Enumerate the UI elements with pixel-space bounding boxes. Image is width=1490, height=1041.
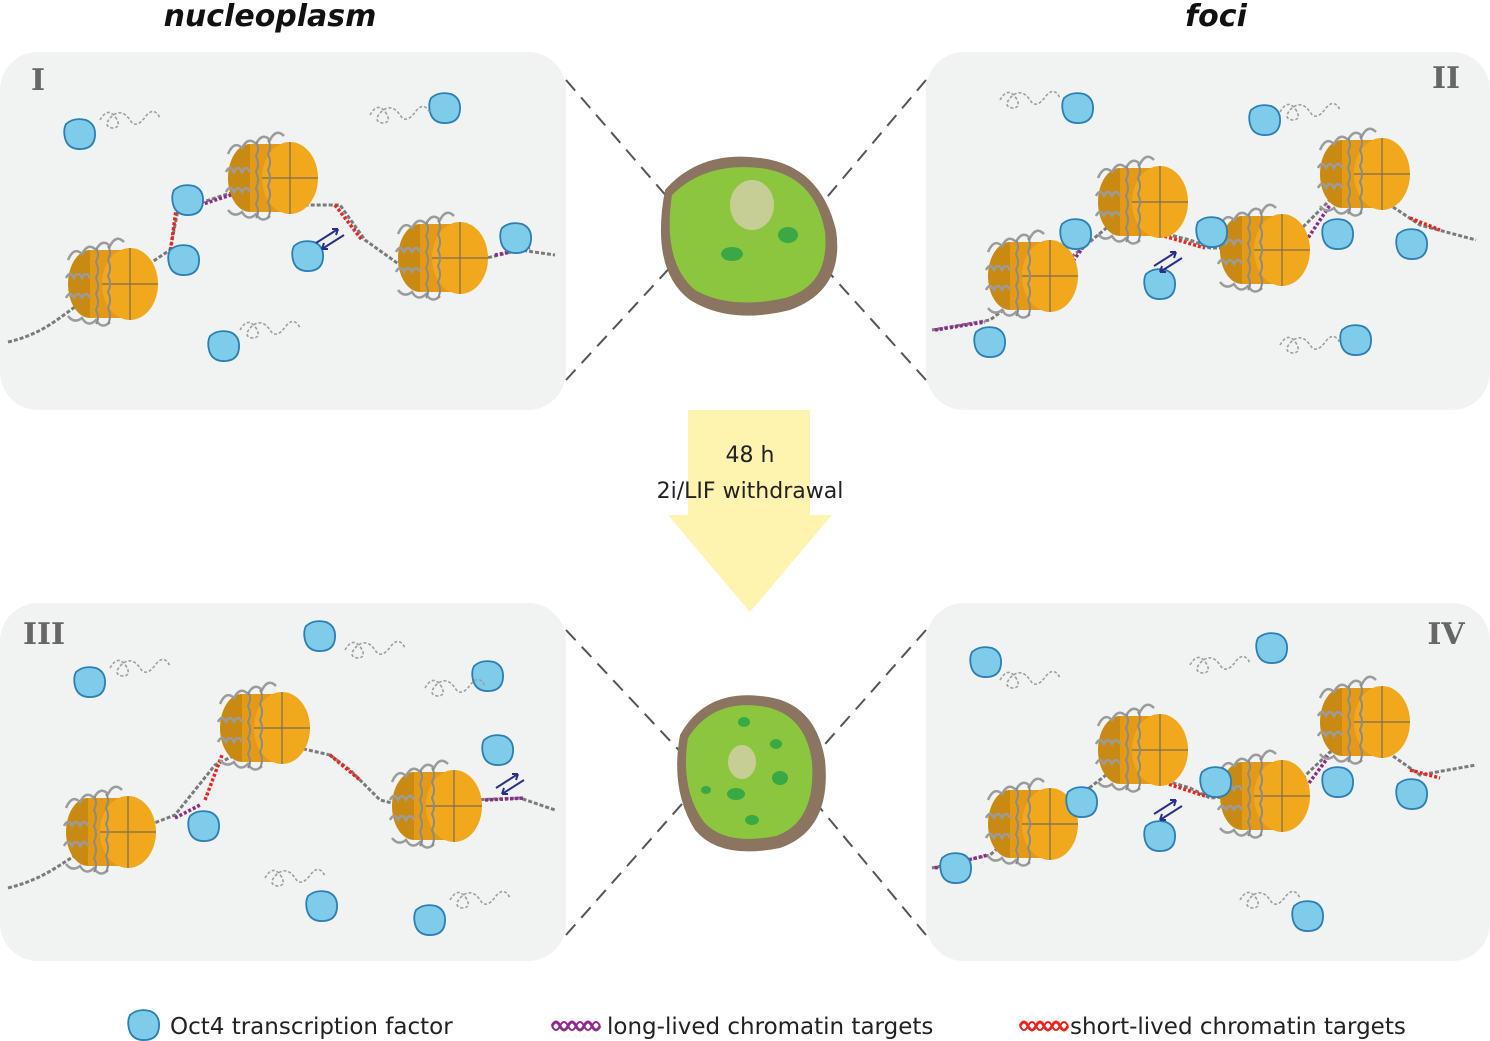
oct4-factor xyxy=(969,646,1002,678)
short-lived-target xyxy=(1409,768,1441,780)
heading-foci: foci xyxy=(1185,0,1247,34)
oct4-factor xyxy=(428,92,461,124)
oct4-factor xyxy=(187,810,220,842)
focus xyxy=(778,227,798,243)
legend-oct4-label: Oct4 transcription factor xyxy=(170,1014,453,1040)
oct4-factor xyxy=(1195,216,1228,248)
legend-short-lived-icon-strand xyxy=(1019,1021,1069,1031)
oct4-factor xyxy=(305,890,338,922)
cell-after xyxy=(677,695,826,852)
nucleolus xyxy=(730,180,774,230)
oct4-factor xyxy=(303,620,336,652)
oct4-factor xyxy=(471,660,504,692)
oct4-factor xyxy=(1248,104,1281,136)
oct4-factor xyxy=(1143,820,1176,852)
short-lived-target xyxy=(1409,216,1441,232)
oct4-factor xyxy=(1061,92,1094,124)
oct4-factor xyxy=(973,326,1006,358)
legend-long-lived-icon-strand xyxy=(551,1021,601,1031)
arrow-label-time: 48 h xyxy=(726,443,775,468)
short-lived-target xyxy=(328,753,362,782)
oct4-factor xyxy=(939,852,972,884)
long-lived-target xyxy=(1298,204,1332,251)
focus xyxy=(770,739,782,749)
legend-long-lived-label: long-lived chromatin targets xyxy=(607,1014,933,1040)
heading-nucleoplasm: nucleoplasm xyxy=(164,0,377,34)
oct4-factor xyxy=(1291,900,1324,932)
short-lived-target xyxy=(203,754,224,801)
oct4-factor xyxy=(1321,218,1354,250)
oct4-factor xyxy=(1339,324,1372,356)
panel-III-chromatin xyxy=(7,681,556,890)
oct4-factor xyxy=(1143,268,1176,300)
short-lived-target xyxy=(1149,230,1206,250)
oct4-factor xyxy=(1255,632,1288,664)
nucleus xyxy=(669,167,826,303)
panel-III xyxy=(0,603,566,961)
focus xyxy=(727,788,745,800)
legend-oct4-icon xyxy=(127,1009,160,1041)
oct4-factor xyxy=(167,244,200,276)
oct4-factor xyxy=(1199,766,1232,798)
legend: Oct4 transcription factor long-lived chr… xyxy=(127,1009,1406,1041)
oct4-factor xyxy=(291,240,324,272)
focus xyxy=(745,815,759,825)
focus xyxy=(721,247,743,261)
oct4-factor xyxy=(1059,218,1092,250)
arrow-label-condition: 2i/LIF withdrawal xyxy=(657,479,844,504)
long-lived-target xyxy=(1298,753,1332,797)
oct4-factor xyxy=(207,330,240,362)
transition-arrow xyxy=(668,410,832,612)
focus xyxy=(772,771,788,785)
panel-label-III: III xyxy=(23,617,65,652)
short-lived-target xyxy=(333,203,364,242)
oct4-factor xyxy=(481,734,514,766)
panel-label-IV: IV xyxy=(1427,617,1465,652)
long-lived-target xyxy=(484,796,526,802)
focus xyxy=(701,786,711,794)
panel-label-II: II xyxy=(1432,61,1460,96)
oct4-factor xyxy=(1065,786,1098,818)
panel-I xyxy=(0,52,566,410)
nucleolus xyxy=(728,745,756,779)
panel-label-I: I xyxy=(31,63,45,98)
panel-II-chromatin xyxy=(931,127,1477,332)
oct4-factor xyxy=(1321,766,1354,798)
oct4-factor xyxy=(1395,228,1428,260)
short-lived-target xyxy=(168,209,178,256)
oct4-factor xyxy=(499,222,532,254)
oct4-factor xyxy=(413,904,446,936)
oct4-factor xyxy=(73,666,106,698)
oct4-factor xyxy=(171,184,204,216)
focus xyxy=(738,717,750,727)
legend-short-lived-label: short-lived chromatin targets xyxy=(1070,1014,1406,1040)
oct4-factor xyxy=(63,118,96,150)
cell-before xyxy=(660,156,838,316)
oct4-factor xyxy=(1395,778,1428,810)
long-lived-target xyxy=(934,320,986,332)
